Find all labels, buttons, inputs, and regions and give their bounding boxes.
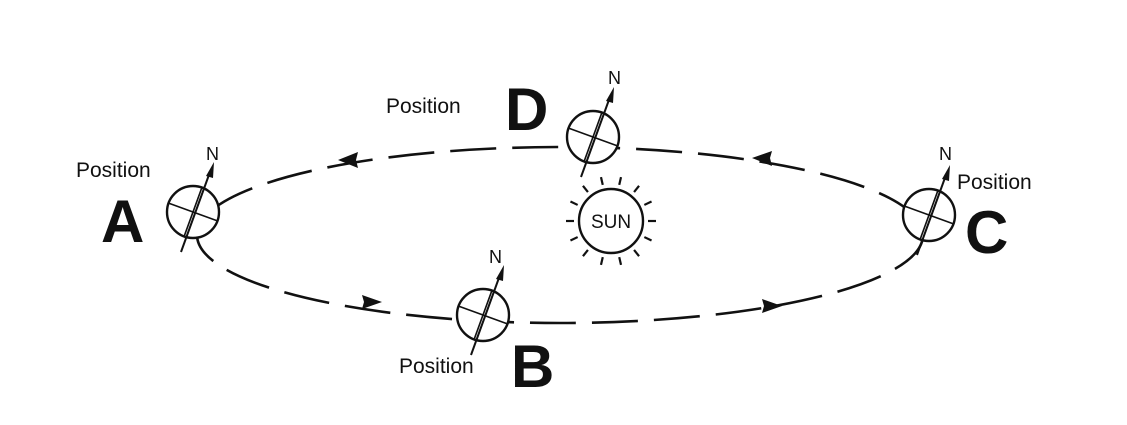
- sun-ray: [618, 256, 623, 266]
- sun-ray: [643, 200, 653, 206]
- sun-ray: [569, 200, 579, 206]
- position-letter-a: A: [101, 188, 144, 255]
- sun-ray: [569, 236, 579, 242]
- sun-ray: [599, 176, 604, 186]
- earth-position-c: [901, 165, 957, 256]
- earth-position-d: [565, 87, 621, 178]
- north-arrow-c: [942, 165, 950, 181]
- axis-a: [180, 171, 211, 253]
- sun: SUN: [566, 176, 656, 266]
- north-label-b: N: [489, 247, 502, 267]
- sun-ray: [582, 185, 589, 193]
- position-letter-c: C: [965, 199, 1008, 266]
- earth-position-a: [165, 162, 221, 253]
- orbit-arrow-bottom-right: [762, 299, 782, 313]
- sun-ray: [599, 256, 604, 266]
- north-label-a: N: [206, 144, 219, 164]
- position-word-b: Position: [399, 355, 474, 378]
- axis-d: [580, 96, 611, 178]
- position-letter-d: D: [505, 76, 548, 143]
- sun-disc: [577, 187, 645, 255]
- position-letter-b: B: [511, 333, 554, 400]
- axis-c: [916, 174, 947, 256]
- position-word-a: Position: [76, 159, 151, 182]
- north-arrow-a: [206, 162, 214, 178]
- orbit-arrow-bottom-left: [362, 295, 382, 309]
- north-label-c: N: [939, 144, 952, 164]
- sun-ray: [633, 249, 640, 257]
- position-word-c: Position: [957, 171, 1032, 194]
- sun-ray: [633, 185, 640, 193]
- earth-position-b: [455, 265, 511, 356]
- orbit-arrow-top-left: [338, 152, 358, 168]
- position-word-d: Position: [386, 95, 461, 118]
- sun-ray: [582, 249, 589, 257]
- orbit-arrow-top-right: [752, 151, 772, 166]
- north-arrow-d: [606, 87, 614, 103]
- axis-b: [470, 274, 501, 356]
- north-label-d: N: [608, 68, 621, 88]
- sun-ray: [618, 176, 623, 186]
- orbit-path: [195, 145, 925, 325]
- sun-label: SUN: [591, 212, 631, 233]
- sun-ray: [643, 236, 653, 242]
- north-arrow-b: [496, 265, 504, 281]
